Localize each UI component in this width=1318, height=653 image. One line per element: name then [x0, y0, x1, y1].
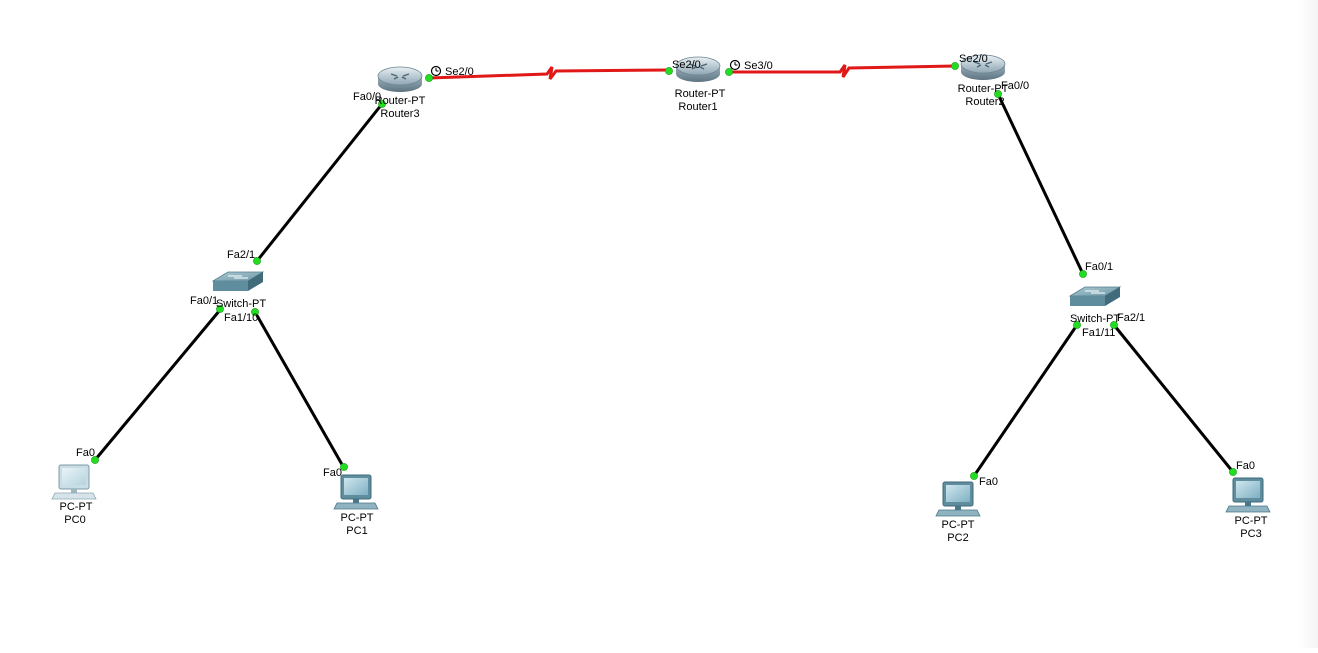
status-dot [216, 305, 224, 313]
status-dot [1110, 321, 1118, 329]
pc1-name-label: PC1 [346, 525, 367, 537]
pc1-model-label: PC-PT [341, 512, 374, 524]
port-label: Fa0 [323, 467, 342, 479]
pc-icon [51, 464, 97, 500]
status-dot [251, 308, 259, 316]
port-label: Fa0/0 [1001, 80, 1029, 92]
switch-left-device[interactable] [211, 271, 265, 291]
ethernet-link-router3-switch[interactable] [255, 103, 384, 262]
pc2-model-label: PC-PT [942, 519, 975, 531]
port-label: Se2/0 [672, 59, 701, 71]
port-label: Fa0/1 [190, 295, 218, 307]
port-label: Se2/0 [445, 66, 474, 78]
pc2-device[interactable] [935, 481, 981, 517]
switch-right-model-label: Switch-PT [1070, 313, 1120, 325]
router2-model-label: Router-PT [958, 83, 1009, 95]
pc0-name-label: PC0 [64, 514, 85, 526]
status-dot [378, 100, 386, 108]
router3-device[interactable] [377, 66, 423, 92]
port-label: Fa0/0 [353, 91, 381, 103]
switch-right-device[interactable] [1068, 286, 1122, 306]
link-status-dots [91, 62, 1237, 480]
router3-name-label: Router3 [380, 108, 419, 120]
serial-link-router1-router2[interactable] [728, 64, 956, 78]
ethernet-link-switch-pc0[interactable] [93, 309, 222, 461]
canvas-right-edge [1300, 0, 1318, 648]
status-dot [1073, 321, 1081, 329]
status-dot [951, 62, 959, 70]
pc3-device[interactable] [1225, 477, 1271, 513]
router1-device[interactable] [675, 56, 721, 82]
pc1-device[interactable] [333, 474, 379, 510]
ethernet-link-switch-pc1[interactable] [253, 311, 346, 469]
port-label: Fa0/1 [1085, 261, 1113, 273]
status-dot [91, 456, 99, 464]
router2-name-label: Router2 [965, 96, 1004, 108]
status-dot [1229, 468, 1237, 476]
port-label: Fa1/11 [1082, 327, 1115, 339]
port-label: Fa2/1 [1117, 312, 1145, 324]
port-label: Fa0 [979, 476, 998, 488]
pc0-device[interactable] [51, 464, 97, 500]
router2-device[interactable] [960, 54, 1006, 80]
pc0-model-label: PC-PT [60, 501, 93, 513]
pc3-model-label: PC-PT [1235, 515, 1268, 527]
port-label: Fa0 [76, 447, 95, 459]
switch-left-model-label: Switch-PT [216, 298, 266, 310]
clock-icon [729, 59, 741, 71]
router-icon [960, 54, 1006, 80]
switch-icon [1068, 286, 1122, 306]
port-label: Se3/0 [744, 60, 773, 72]
status-dot [725, 68, 733, 76]
status-dot [665, 67, 673, 75]
status-dot [994, 90, 1002, 98]
ethernet-link-switch-pc2[interactable] [972, 324, 1079, 477]
router1-name-label: Router1 [678, 101, 717, 113]
port-label: Fa0 [1236, 460, 1255, 472]
ethernet-link-router2-switch[interactable] [996, 93, 1085, 275]
pc2-name-label: PC2 [947, 532, 968, 544]
status-dot [253, 257, 261, 265]
pc-icon [935, 481, 981, 517]
port-label: Fa2/1 [227, 249, 255, 261]
status-dot [425, 74, 433, 82]
port-label: Fa1/10 [224, 312, 258, 324]
status-dot [970, 472, 978, 480]
router-icon [377, 66, 423, 92]
router-icon [675, 56, 721, 82]
switch-icon [211, 271, 265, 291]
pc-icon [333, 474, 379, 510]
ethernet-link-switch-pc3[interactable] [1112, 324, 1235, 473]
pc3-name-label: PC3 [1240, 528, 1261, 540]
router3-model-label: Router-PT [375, 95, 426, 107]
router1-model-label: Router-PT [675, 88, 726, 100]
clock-icon [430, 65, 442, 77]
pc-icon [1225, 477, 1271, 513]
port-label: Se2/0 [959, 53, 988, 65]
serial-link-router3-router1[interactable] [428, 66, 670, 80]
status-dot [340, 463, 348, 471]
status-dot [1079, 270, 1087, 278]
